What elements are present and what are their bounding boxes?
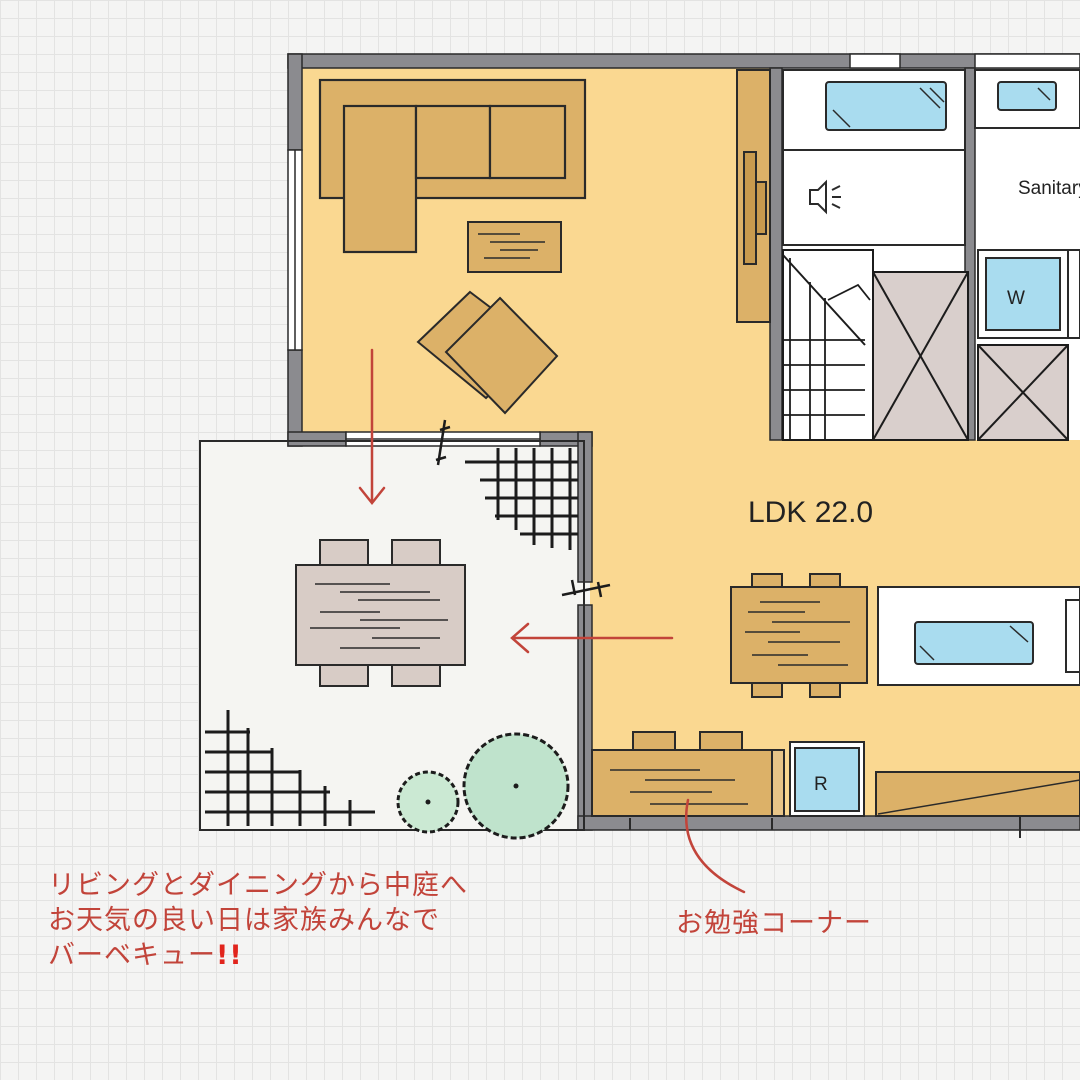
sink-icon [974,69,1080,129]
coffee-table-icon [467,221,562,273]
chair-icon [391,539,441,567]
sliding-door-marks [435,419,611,598]
tree-icon [396,770,460,834]
chair-icon [751,573,783,589]
cupboard [875,771,1080,817]
caption-line-3: バーベキュー!! [48,938,468,973]
courtyard-deck-grid [205,448,578,826]
refrigerator-icon [789,741,865,817]
fridge-label: R [814,774,828,795]
sink-icon [914,621,1034,665]
arrow-icon [358,348,386,506]
storage-closet [872,271,1069,441]
courtyard-caption: リビングとダイニングから中庭へ お天気の良い日は家族みんなで バーベキュー!! [48,868,468,973]
bottom-wall-marks [629,816,1021,838]
caption-line-3-text: バーベキュー [48,940,216,971]
chair-icon [319,539,369,567]
windows [287,53,1080,447]
dining-table-icon [295,539,466,687]
study-desk [591,731,785,817]
chair-icon [809,573,841,589]
armchair-icon [416,290,559,415]
chair-icon [751,682,783,698]
courtyard-outline [199,440,585,831]
study-leader-line [684,798,746,894]
ldk-label: LDK 22.0 [748,496,873,529]
arrow-icon [510,622,674,654]
caption-line-2: お天気の良い日は家族みんなで [48,905,440,936]
sofa-icon [318,78,587,254]
tv-stand-icon [736,69,771,323]
kitchen-counter [877,586,1080,686]
speaker-icon [782,149,966,246]
dining-table-icon [730,573,868,698]
bathtub-icon [782,69,966,151]
chair-icon [809,682,841,698]
study-corner-caption: お勉強コーナー [676,908,872,939]
staircase-icon [782,249,874,441]
washing-machine-icon [977,249,1080,339]
caption-line-1: リビングとダイニングから中庭へ [48,870,468,901]
sanitary-label: Sanitary [1018,178,1080,199]
washer-label: W [1007,288,1025,309]
exclamation-icon: !! [216,940,243,971]
tree-icon [462,732,570,840]
